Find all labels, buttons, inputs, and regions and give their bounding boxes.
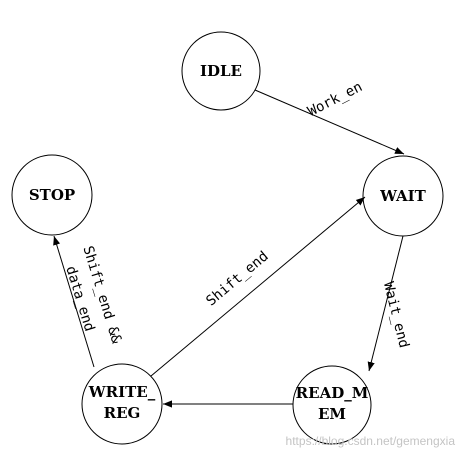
state-write-reg-label-line2: REG (104, 404, 141, 422)
state-stop-label: STOP (29, 186, 75, 204)
arrow-wait-to-read-mem (367, 235, 404, 372)
label-shift-end: Shift_end (203, 248, 271, 309)
state-wait-label: WAIT (379, 187, 427, 205)
transition-wait-to-read-mem: Wait_end (367, 235, 412, 372)
transition-idle-to-wait: Work_en (254, 79, 405, 155)
state-write-reg: WRITE_ REG (81, 363, 163, 445)
state-write-reg-label-line1: WRITE_ (88, 383, 156, 401)
arrow-write-reg-to-stop (53, 235, 95, 368)
arrow-idle-to-wait (254, 89, 405, 155)
state-read-mem-label-line2: EM (318, 405, 346, 423)
transition-write-reg-to-wait: Shift_end (150, 196, 366, 377)
watermark-url: https://blog.csdn.net/gemengxia (286, 434, 456, 448)
state-idle-label: IDLE (200, 62, 242, 80)
state-idle: IDLE (181, 31, 261, 111)
state-read-mem: READ_M EM (292, 365, 372, 445)
label-work-en: Work_en (305, 79, 365, 120)
state-wait: WAIT (362, 155, 444, 237)
state-stop: STOP (11, 154, 93, 236)
arrow-write-reg-to-wait (150, 196, 366, 377)
label-wait-end: Wait_end (380, 280, 412, 349)
state-read-mem-label-line1: READ_M (296, 384, 369, 402)
transition-write-reg-to-stop: Shift_end && data_end (53, 235, 124, 368)
